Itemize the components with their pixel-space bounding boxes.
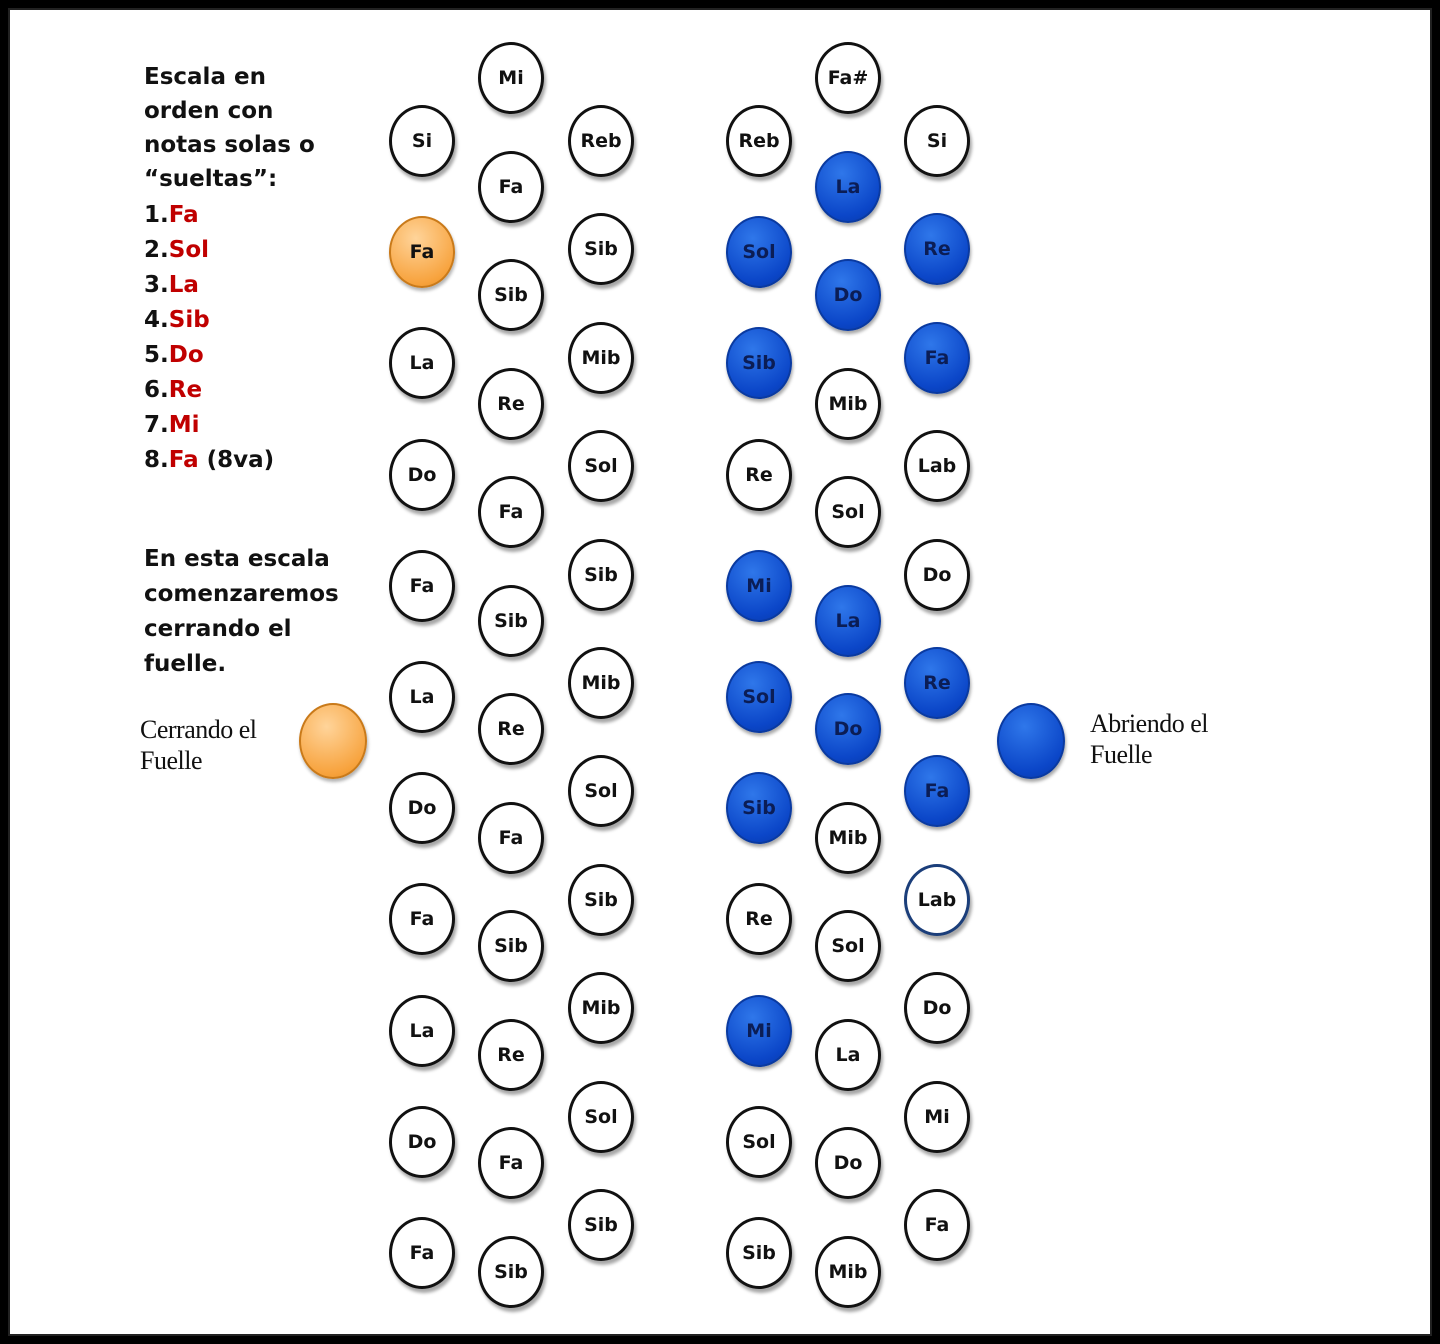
instruction-text: En esta escala comenzaremos cerrando el … — [144, 546, 339, 677]
scale-item: 5.Do — [144, 342, 204, 368]
opening-button-row-3: Fa — [904, 1189, 970, 1261]
opening-button-row-2: Mib — [815, 802, 881, 874]
opening-button-row-3: Lab — [904, 864, 970, 936]
closing-button-row-2: Fa — [478, 802, 544, 874]
scale-item: 7.Mi — [144, 412, 200, 438]
opening-button-row-2: La — [815, 1019, 881, 1091]
opening-button-row-2: Mib — [815, 368, 881, 440]
closing-button-row-1: Fa — [389, 883, 455, 955]
legend-closing-swatch — [299, 703, 367, 779]
closing-button-row-1: Do — [389, 439, 455, 511]
opening-button-row-3: Si — [904, 105, 970, 177]
closing-button-row-2: Fa — [478, 151, 544, 223]
opening-button-row-1: Sib — [726, 1217, 792, 1289]
closing-button-row-3: Mib — [568, 972, 634, 1044]
closing-button-row-2: Mi — [478, 42, 544, 114]
closing-button-row-2: Re — [478, 1019, 544, 1091]
closing-button-row-1: Fa — [389, 550, 455, 622]
closing-button-row-2: Re — [478, 368, 544, 440]
closing-button-row-1: Do — [389, 1106, 455, 1178]
closing-button-row-2: Fa — [478, 476, 544, 548]
opening-button-row-2: La — [815, 151, 881, 223]
scale-item: 3.La — [144, 272, 199, 298]
opening-button-row-1: Sib — [726, 327, 792, 399]
closing-button-row-3: Sol — [568, 1081, 634, 1153]
legend-opening-label: Abriendo el Fuelle — [1090, 709, 1208, 769]
closing-button-row-1: La — [389, 661, 455, 733]
closing-button-row-3: Sib — [568, 539, 634, 611]
scale-item: 6.Re — [144, 377, 203, 403]
closing-button-row-2: Sib — [478, 585, 544, 657]
opening-button-row-1: Sol — [726, 216, 792, 288]
opening-button-row-3: Do — [904, 972, 970, 1044]
closing-button-row-3: Sib — [568, 1189, 634, 1261]
opening-button-row-3: Do — [904, 539, 970, 611]
closing-button-row-3: Mib — [568, 647, 634, 719]
closing-button-row-3: Sib — [568, 213, 634, 285]
closing-button-row-3: Reb — [568, 105, 634, 177]
opening-button-row-2: Do — [815, 259, 881, 331]
scale-item: 1.Fa — [144, 202, 199, 228]
closing-button-row-3: Sib — [568, 864, 634, 936]
opening-button-row-3: Mi — [904, 1081, 970, 1153]
opening-button-row-3: Re — [904, 647, 970, 719]
closing-button-row-2: Re — [478, 693, 544, 765]
closing-button-row-2: Fa — [478, 1127, 544, 1199]
opening-button-row-1: Mi — [726, 550, 792, 622]
closing-button-row-2: Sib — [478, 910, 544, 982]
opening-button-row-1: Re — [726, 883, 792, 955]
closing-button-row-1: Do — [389, 772, 455, 844]
closing-button-row-1: La — [389, 995, 455, 1067]
opening-button-row-3: Lab — [904, 430, 970, 502]
closing-button-row-3: Mib — [568, 322, 634, 394]
opening-button-row-2: Do — [815, 693, 881, 765]
opening-button-row-2: La — [815, 585, 881, 657]
opening-button-row-3: Fa — [904, 322, 970, 394]
opening-button-row-3: Re — [904, 213, 970, 285]
opening-button-row-1: Mi — [726, 995, 792, 1067]
closing-button-row-3: Sol — [568, 755, 634, 827]
opening-button-row-3: Fa — [904, 755, 970, 827]
closing-button-row-1: La — [389, 327, 455, 399]
opening-button-row-1: Reb — [726, 105, 792, 177]
scale-list: 1.Fa 2.Sol 3.La 4.Sib 5.Do 6.Re 7.Mi 8.F… — [144, 198, 274, 478]
opening-button-row-2: Mib — [815, 1236, 881, 1308]
opening-button-row-1: Sol — [726, 1106, 792, 1178]
scale-item: 8.Fa (8va) — [144, 447, 275, 473]
diagram-frame — [8, 8, 1432, 1336]
opening-button-row-2: Sol — [815, 476, 881, 548]
scale-item: 4.Sib — [144, 307, 210, 333]
legend-opening-swatch — [997, 703, 1065, 779]
opening-button-row-2: Fa# — [815, 42, 881, 114]
opening-button-row-1: Sib — [726, 772, 792, 844]
closing-button-row-1: Fa — [389, 1217, 455, 1289]
scale-item: 2.Sol — [144, 237, 209, 263]
opening-button-row-1: Re — [726, 439, 792, 511]
closing-button-row-1: Si — [389, 105, 455, 177]
closing-button-row-2: Sib — [478, 259, 544, 331]
intro-text: Escala en orden con notas solas o “suelt… — [144, 64, 315, 192]
opening-button-row-1: Sol — [726, 661, 792, 733]
opening-button-row-2: Sol — [815, 910, 881, 982]
closing-button-row-1: Fa — [389, 216, 455, 288]
opening-button-row-2: Do — [815, 1127, 881, 1199]
closing-button-row-2: Sib — [478, 1236, 544, 1308]
legend-closing-label: Cerrando el Fuelle — [140, 715, 257, 775]
closing-button-row-3: Sol — [568, 430, 634, 502]
